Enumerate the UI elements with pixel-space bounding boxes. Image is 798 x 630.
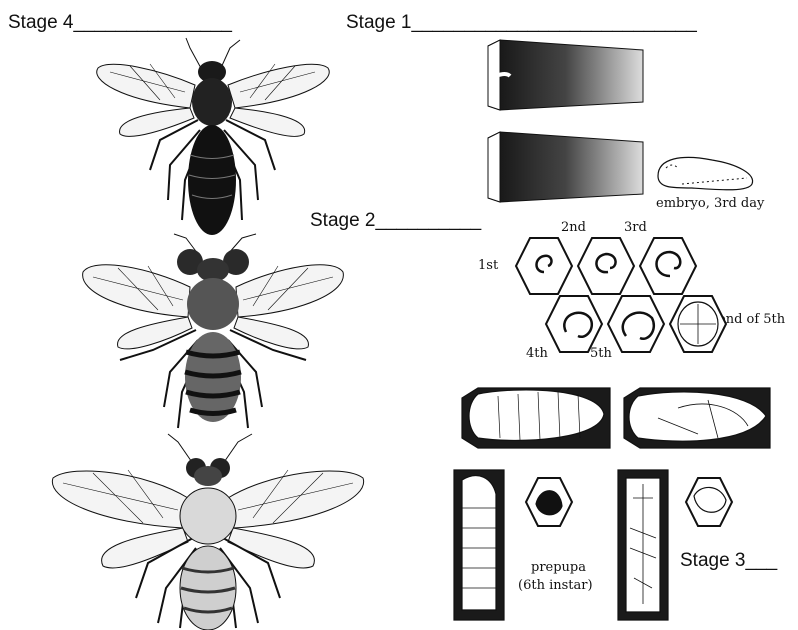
queen-bee-illustration	[90, 30, 340, 230]
drone-bee-illustration	[78, 232, 348, 432]
larva-cell-icon	[578, 238, 634, 294]
worker-bee-illustration	[48, 428, 378, 628]
larva-cell-icon	[608, 296, 664, 352]
pupa-cell-icon	[624, 388, 770, 448]
egg-cell-icon	[488, 40, 643, 110]
embryo-caption: embryo, 3rd day	[656, 196, 764, 211]
larva-cells-illustration	[500, 232, 730, 362]
larva-cell-icon	[516, 238, 572, 294]
pupa-cell-icon	[462, 388, 610, 448]
larva-1st-caption: 1st	[478, 258, 498, 273]
pupa-cell-icon	[618, 470, 668, 620]
embryo-illustration	[652, 148, 762, 198]
egg-cells-illustration	[478, 36, 648, 216]
larva-cell-icon	[640, 238, 696, 294]
stage-1-label: Stage 1___________________________	[346, 12, 697, 34]
pupa-cells-illustration	[448, 378, 778, 628]
pupa-cell-icon	[454, 470, 504, 620]
larva-cell-icon	[546, 296, 602, 352]
egg-cell-icon	[488, 132, 643, 202]
